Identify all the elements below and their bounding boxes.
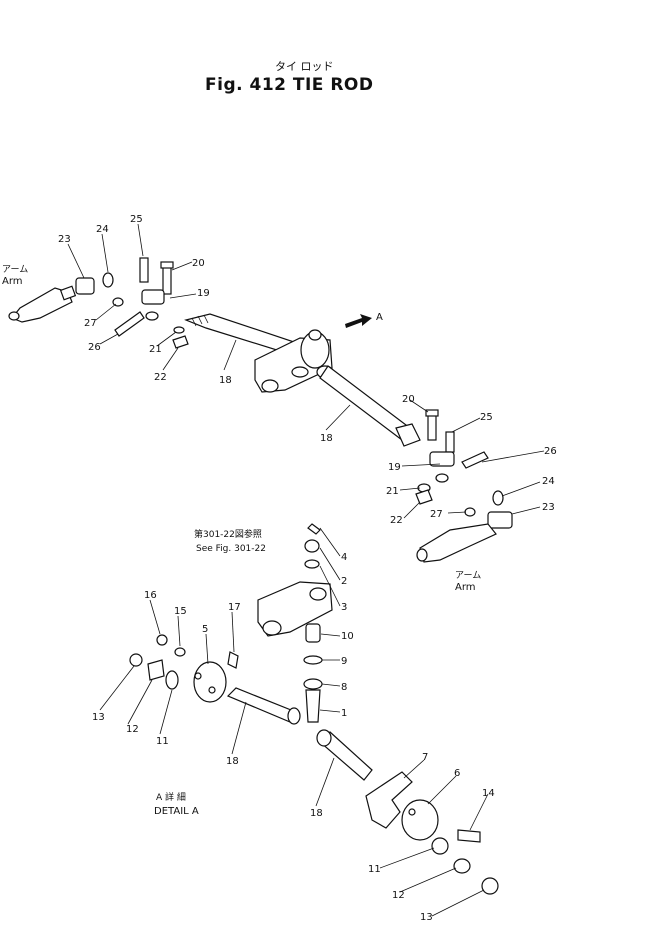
callout-4: 4: [341, 552, 347, 563]
arm-left-jp-label: アーム: [2, 264, 28, 275]
callout-9: 9: [341, 656, 347, 667]
callout-23-right: 23: [542, 502, 555, 513]
callout-18-upper-left: 18: [219, 375, 232, 386]
callout-22-right: 22: [390, 515, 403, 526]
callout-25-left: 25: [130, 214, 143, 225]
callout-21-right: 21: [386, 486, 399, 497]
right-joint-parts: [415, 409, 513, 529]
reference-jp-label: 第301-22図参照: [194, 528, 262, 540]
arm-right-label: Arm: [455, 582, 476, 593]
detail-center-lever: [257, 523, 333, 723]
callout-27-left: 27: [84, 318, 97, 329]
callout-22-left: 22: [154, 372, 167, 383]
callout-6: 6: [454, 768, 460, 779]
callout-18-detail-lower: 18: [310, 808, 323, 819]
center-lever-upper: [254, 329, 333, 393]
callout-12-right: 12: [392, 890, 405, 901]
right-arm: [416, 523, 497, 563]
callout-15: 15: [174, 606, 187, 617]
callout-23-left: 23: [58, 234, 71, 245]
callout-24-left: 24: [96, 224, 109, 235]
detail-left-parts: [129, 634, 239, 703]
callout-8: 8: [341, 682, 347, 693]
callout-14: 14: [482, 788, 495, 799]
detail-caption: DETAIL A: [154, 806, 199, 817]
detail-right-parts: [365, 771, 499, 895]
callout-20-left: 20: [192, 258, 205, 269]
callout-24-right: 24: [542, 476, 555, 487]
left-arm: [8, 285, 77, 323]
callout-19-left: 19: [197, 288, 210, 299]
callout-26-right: 26: [544, 446, 557, 457]
callout-11-right: 11: [368, 864, 381, 875]
callout-20-right: 20: [402, 394, 415, 405]
callout-17: 17: [228, 602, 241, 613]
callout-16: 16: [144, 590, 157, 601]
upper-leader-lines: [67, 223, 545, 519]
upper-tie-rod-right: [316, 365, 421, 447]
callout-10: 10: [341, 631, 354, 642]
callout-13-right: 13: [420, 912, 433, 923]
callout-18-upper-right: 18: [320, 433, 333, 444]
callout-5: 5: [202, 624, 208, 635]
callout-7: 7: [422, 752, 428, 763]
callout-12-left: 12: [126, 724, 139, 735]
arm-left-label: Arm: [2, 276, 23, 287]
page-title: Fig. 412 TIE ROD: [205, 75, 374, 95]
title-japanese: タイ ロッド: [275, 60, 334, 73]
callout-11-left: 11: [156, 736, 169, 747]
detail-rod-lower: [316, 729, 373, 781]
callout-19-right: 19: [388, 462, 401, 473]
view-marker-label: A: [376, 312, 383, 323]
detail-leader-lines: [99, 527, 489, 917]
callout-25-right: 25: [480, 412, 493, 423]
callout-2: 2: [341, 576, 347, 587]
arm-right-jp-label: アーム: [455, 570, 481, 581]
left-joint-parts: [75, 257, 189, 349]
callout-3: 3: [341, 602, 347, 613]
detail-rod-upper: [226, 687, 301, 725]
callout-26-left: 26: [88, 342, 101, 353]
view-arrow-icon: [345, 314, 372, 328]
reference-label: See Fig. 301-22: [196, 544, 266, 554]
callout-1: 1: [341, 708, 347, 719]
callout-21-left: 21: [149, 344, 162, 355]
callout-27-right: 27: [430, 509, 443, 520]
callout-18-detail-upper: 18: [226, 756, 239, 767]
callout-13-left: 13: [92, 712, 105, 723]
detail-jp-caption: A 詳 細: [156, 791, 186, 803]
